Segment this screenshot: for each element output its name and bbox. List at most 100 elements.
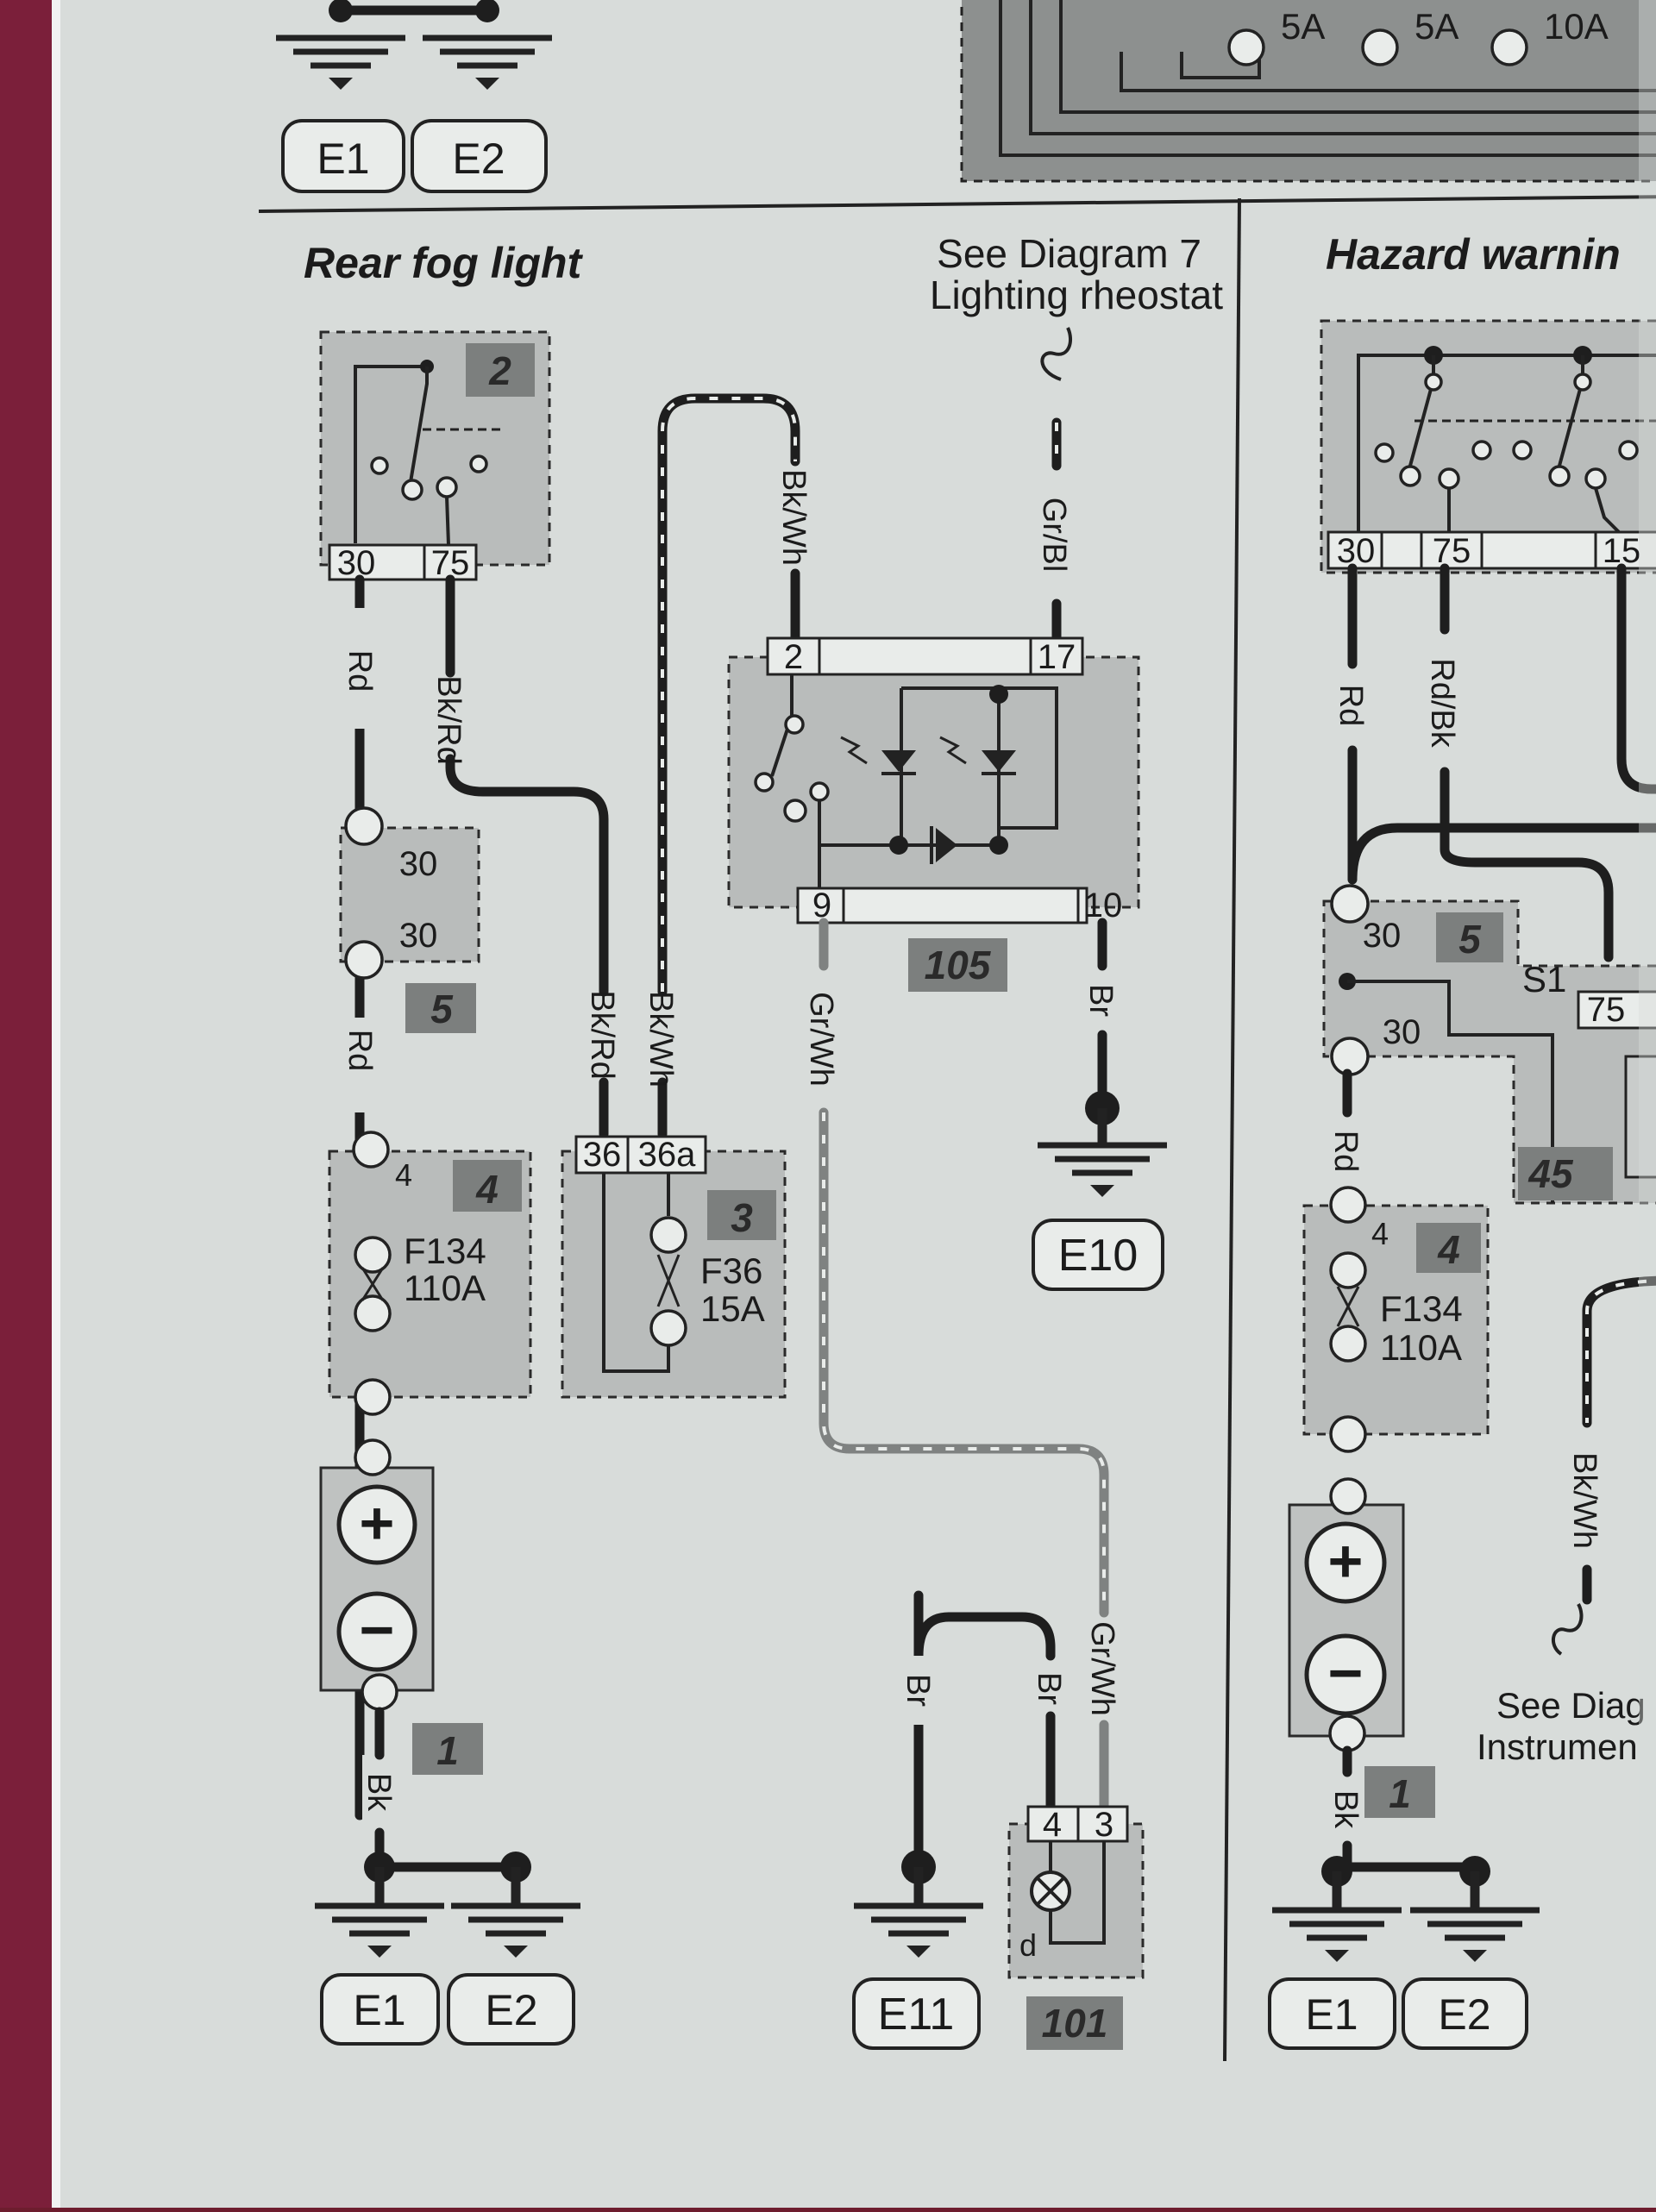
hazard-fuse-box-4: 4 4 F134 110A: [1302, 1186, 1490, 1453]
earth-e2-top: [411, 119, 548, 193]
fog-lamp-tag: 101: [1042, 2001, 1108, 2046]
fuse-f36-rating: 15A: [700, 1288, 765, 1329]
rheostat-ref-line2: Lighting rheostat: [930, 273, 1223, 317]
hz-wire-label-rd-bk: Rd/Bk: [1424, 658, 1460, 748]
hazard-battery: + − 1: [1288, 1477, 1435, 1818]
wire-label-br-2: Br: [900, 1674, 936, 1707]
hz-wire-label-bk: Bk: [1327, 1790, 1364, 1829]
earth-e2: [447, 1973, 575, 2046]
wire-label-gr-wh-2: Gr/Wh: [1084, 1621, 1120, 1716]
fuse-box-4: 4 4 F134 110A: [328, 1131, 532, 1416]
hz-ign-term-75: 75: [1433, 532, 1471, 570]
earth-e2-top-label: E2: [452, 135, 505, 183]
hz-battery-minus: −: [1328, 1639, 1364, 1707]
hz-fuse-box-4-tag: 4: [1437, 1227, 1460, 1272]
hz-earth-e1: [1268, 1977, 1396, 2050]
sw-term-17: 17: [1038, 638, 1076, 676]
hazard-ignition-switch: 30 75 15: [1320, 319, 1656, 574]
ign-term-30: 30: [337, 544, 376, 582]
hz-splice-tag: 5: [1458, 917, 1482, 962]
fuse-f134-name: F134: [404, 1231, 486, 1271]
hz-s1-label: S1: [1522, 959, 1566, 999]
earth-e11-label: E11: [878, 1990, 955, 2040]
wire-label-bk-wh-1: Bk/Wh: [775, 469, 812, 566]
fuse-box-4-tag: 4: [475, 1167, 499, 1212]
lamp-term-4: 4: [1043, 1806, 1062, 1844]
battery: + − 1: [319, 1438, 483, 1775]
section-divider-h: [258, 195, 1656, 213]
instrument-ref-line2: Instrumen: [1477, 1726, 1638, 1767]
section-divider-v: [1223, 197, 1241, 2062]
fuse-box-3: 36 36a 3 F36 15A: [561, 1135, 787, 1399]
wire-label-br-1: Br: [1082, 984, 1119, 1017]
hz-fuse-f134-name: F134: [1380, 1288, 1463, 1329]
battery-minus: −: [360, 1596, 395, 1664]
splice-block-5: 30 30 5: [339, 806, 480, 1033]
hz-splice-term-a: 30: [1363, 917, 1402, 955]
wire-bk-rd: [445, 574, 609, 1139]
wire-label-gr-wh-1: Gr/Wh: [803, 992, 839, 1087]
hz-earth-e2-label: E2: [1438, 1990, 1490, 2039]
hazard-splice-block: 30 30 5 S1 75 45: [1322, 884, 1656, 1205]
book-binding: [0, 0, 52, 2208]
top-fuse-1: 5A: [1281, 6, 1325, 47]
wire-label-bk-rd-2: Bk/Rd: [584, 990, 620, 1079]
earth-e2-label: E2: [485, 1986, 537, 2034]
hz-s1-term-75: 75: [1587, 991, 1626, 1029]
earth-e1-top-label: E1: [317, 135, 369, 183]
lamp-term-3: 3: [1095, 1806, 1113, 1844]
sw-term-2: 2: [784, 638, 803, 676]
section-title-hazard: Hazard warnin: [1326, 230, 1621, 279]
fuse-f134-rating: 110A: [404, 1268, 486, 1308]
fog-lamp: 4 3 d 101: [1007, 1805, 1145, 2050]
fuse-term-36: 36: [583, 1136, 622, 1174]
earth-e11: [852, 1977, 981, 2050]
top-fuse-2: 5A: [1414, 6, 1458, 47]
hz-earth-e1-label: E1: [1305, 1990, 1358, 2039]
hz-wire-label-rd-1: Rd: [1333, 685, 1369, 727]
fog-light-switch: 2 17 9 10 105: [727, 636, 1140, 992]
splice-tag: 5: [430, 987, 454, 1031]
section-title-rear-fog: Rear fog light: [304, 239, 584, 287]
hz-ign-term-30: 30: [1337, 532, 1376, 570]
ignition-switch-tag: 2: [488, 348, 511, 393]
lamp-term-d: d: [1019, 1927, 1037, 1963]
hz-battery-tag: 1: [1389, 1771, 1411, 1816]
earth-e10-label: E10: [1058, 1231, 1138, 1281]
fuse-f134-pin: 4: [395, 1157, 412, 1193]
hz-relay-45-tag: 45: [1527, 1151, 1574, 1196]
top-earths: E1 E2: [276, 0, 552, 193]
splice-term-a: 30: [399, 845, 438, 883]
instrument-ref-line1: See Diag: [1496, 1685, 1646, 1726]
hz-wire-label-bk-wh: Bk/Wh: [1566, 1452, 1603, 1549]
hz-fuse-f134-rating: 110A: [1380, 1327, 1462, 1368]
sw-term-9: 9: [812, 887, 831, 924]
earth-e1-label: E1: [353, 1986, 405, 2034]
continuation-symbol: [1040, 327, 1072, 381]
hz-fuse-f134-pin: 4: [1371, 1216, 1389, 1251]
rheostat-ref-line1: See Diagram 7: [937, 231, 1201, 276]
battery-tag: 1: [436, 1728, 459, 1773]
wire-label-bk-rd-1: Bk/Rd: [430, 675, 467, 764]
earth-e1-top: [281, 119, 405, 193]
ignition-switch: 2 30 75: [319, 330, 551, 582]
fuse-term-36a: 36a: [638, 1136, 696, 1174]
wire-label-rd-2: Rd: [342, 1030, 378, 1072]
battery-plus: +: [360, 1489, 395, 1557]
fog-switch-tag: 105: [925, 943, 992, 987]
earth-e1: [320, 1973, 440, 2046]
top-fuse-box: 5A 5A 10A: [960, 0, 1656, 183]
hz-wire-label-rd-2: Rd: [1327, 1131, 1364, 1173]
earth-e10: [1032, 1219, 1164, 1291]
splice-term-b: 30: [399, 917, 438, 955]
hz-wire-rd: [1347, 563, 1656, 885]
hz-battery-plus: +: [1328, 1527, 1364, 1595]
wire-label-rd-1: Rd: [342, 650, 378, 692]
fuse-f36-name: F36: [700, 1250, 762, 1291]
hz-splice-term-b: 30: [1383, 1013, 1421, 1051]
fuse-box-3-tag: 3: [731, 1195, 753, 1240]
wire-label-bk: Bk: [361, 1773, 397, 1812]
top-fuse-3: 10A: [1544, 6, 1609, 47]
